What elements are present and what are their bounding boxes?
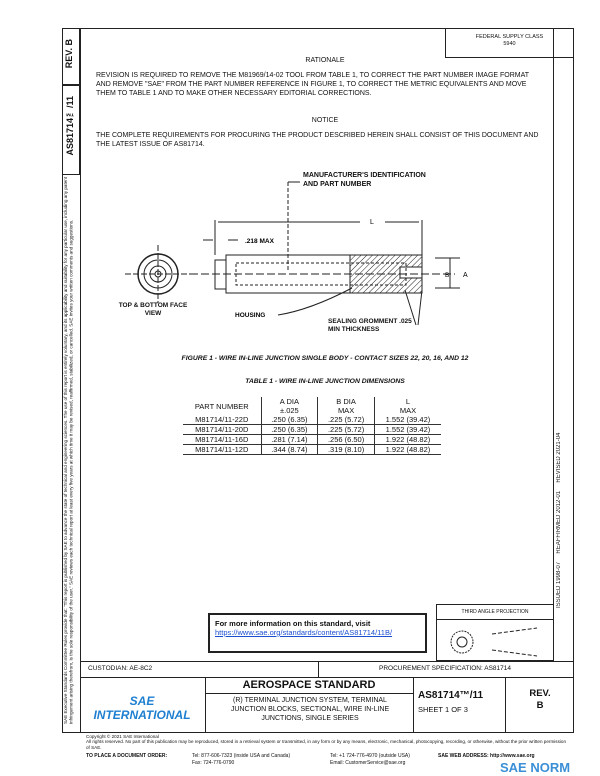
figure-l-label: L (370, 219, 374, 226)
figure-face-view-label: TOP & BOTTOM FACE VIEW (118, 302, 188, 317)
table-row: M81714/11-22D.250 (6.35).225 (5.72)1.552… (183, 415, 441, 425)
fsc-label: FEDERAL SUPPLY CLASS (475, 34, 544, 40)
custodian: CUSTODIAN: AE-8C2 (88, 665, 153, 672)
table-row: M81714/11-16D.281 (7.14).256 (6.50)1.922… (183, 434, 441, 445)
info-box: For more information on this standard, v… (208, 613, 427, 653)
side-rev-box: REV. B (62, 28, 80, 85)
info-link[interactable]: https://www.sae.org/standards/content/AS… (215, 628, 393, 637)
table-row: M81714/11-20D.250 (6.35).225 (5.72)1.552… (183, 424, 441, 435)
order-phones: Tel: 877-606-7323 (inside USA and Canada… (192, 753, 291, 766)
custodian-divider (318, 661, 319, 678)
rationale-heading: RATIONALE (305, 57, 345, 64)
footer: Copyright © 2021 SAE International All r… (86, 734, 566, 750)
title-block (80, 678, 574, 733)
aerospace-standard: AEROSPACE STANDARD (242, 679, 376, 691)
sae-logo: SAE INTERNATIONAL (93, 694, 191, 722)
rationale-text: REVISION IS REQUIRED TO REMOVE THE M8196… (96, 72, 529, 97)
history-text: ISSUED 1998-07 REAFFIRMED 2012-01 REVISE… (556, 432, 562, 608)
side-doc-number: AS81714™/11 (65, 96, 75, 156)
figure-a-label: A (463, 272, 468, 279)
side-rev-label: REV. (64, 48, 74, 69)
projection-label: THIRD ANGLE PROJECTION (437, 605, 553, 620)
figure-max-label: .218 MAX (245, 238, 275, 245)
figure-mfr-label: MANUFACTURER'S IDENTIFICATION AND PART N… (303, 172, 426, 188)
web-address[interactable]: SAE WEB ADDRESS: http://www.sae.org (438, 753, 535, 759)
sheet-number: SHEET 1 OF 3 (418, 705, 468, 714)
info-text: For more information on this standard, v… (215, 619, 371, 628)
order-contacts: Tel: +1 724-776-4970 (outside USA)Email:… (330, 753, 410, 766)
procurement-spec: PROCUREMENT SPECIFICATION: AS81714 (379, 665, 511, 672)
rights-notice: All rights reserved. No part of this pub… (86, 739, 567, 750)
rev-label: REV. (529, 688, 551, 699)
side-docnum-box: AS81714™/11 (62, 85, 80, 175)
sae-norm-watermark: SAE NORM (500, 760, 571, 775)
doc-number: AS81714™/11 (418, 690, 484, 701)
table-caption: TABLE 1 - WIRE IN-LINE JUNCTION DIMENSIO… (245, 378, 405, 385)
tb-div2 (413, 678, 414, 733)
figure-1-drawing: L .218 MAX B A HOUSING (125, 181, 468, 326)
col-header-part-number: PART NUMBER (194, 401, 249, 411)
fsc-value: 5940 (503, 41, 516, 47)
projection-box: THIRD ANGLE PROJECTION (436, 604, 554, 661)
history-divider (553, 28, 554, 661)
projection-symbol-icon (450, 627, 538, 657)
side-divider (80, 28, 81, 733)
figure-housing-label: HOUSING (235, 312, 265, 319)
table-row: M81714/11-12D.344 (8.74).319 (8.10)1.922… (183, 444, 441, 455)
figure-b-label: B (445, 272, 449, 279)
copyright: Copyright © 2021 SAE International (86, 734, 159, 739)
tb-div1 (205, 678, 206, 733)
order-label: TO PLACE A DOCUMENT ORDER: (86, 753, 168, 759)
face-view (125, 245, 190, 303)
col-header-a-dia: A DIA±.025 (260, 397, 318, 415)
rev-block: REV.B (506, 688, 574, 712)
tb-div4 (205, 693, 413, 694)
custodian-row (80, 661, 574, 678)
notice-heading: NOTICE (311, 117, 339, 124)
notice-text: THE COMPLETE REQUIREMENTS FOR PROCURING … (96, 132, 539, 148)
tb-div3 (505, 678, 506, 733)
rev-value: B (536, 700, 544, 711)
junction-body (190, 181, 460, 326)
figure-caption: FIGURE 1 - WIRE IN-LINE JUNCTION SINGLE … (181, 355, 469, 362)
document-title: (R) TERMINAL JUNCTION SYSTEM, TERMINAL J… (230, 697, 390, 722)
side-rev-value: B (64, 39, 74, 46)
figure-grommet-label: SEALING GROMMENT .025 MIN THICKNESS (328, 318, 412, 333)
